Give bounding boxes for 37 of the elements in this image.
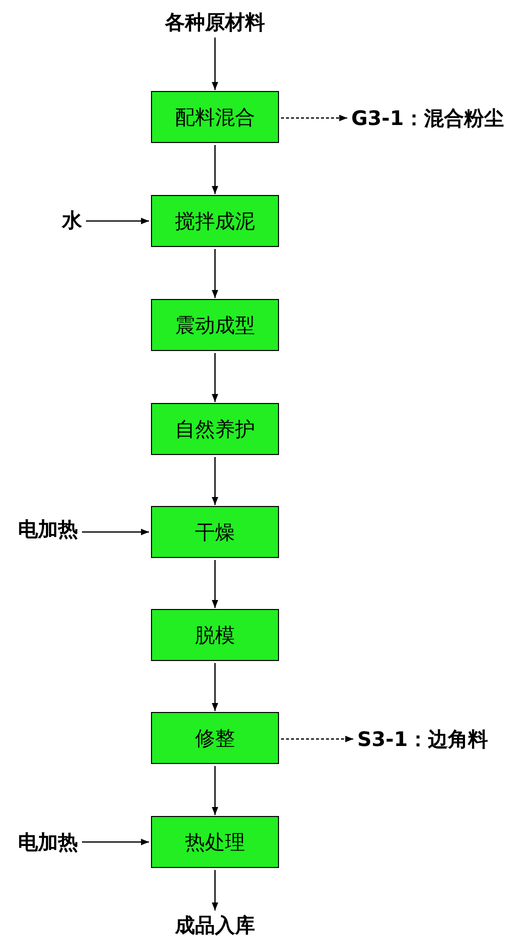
process-label: 震动成型 — [175, 312, 255, 338]
process-box — [151, 299, 279, 351]
arrow — [212, 663, 218, 711]
process-label: 热处理 — [185, 828, 245, 856]
dashed-arrow — [281, 114, 348, 122]
process-label: 修整 — [195, 724, 235, 752]
arrow — [212, 766, 218, 815]
process-box — [151, 816, 279, 868]
process-label: 干燥 — [195, 518, 235, 546]
arrow — [212, 457, 218, 505]
output-label: 成品入库 — [175, 912, 255, 938]
arrow — [212, 145, 218, 194]
process-box — [151, 712, 279, 764]
process-box — [151, 609, 279, 661]
process-label: 配料混合 — [175, 104, 255, 130]
output-label: G3-1：混合粉尘 — [351, 104, 504, 132]
arrow — [212, 249, 218, 298]
dashed-arrow — [281, 736, 354, 742]
arrow — [82, 528, 149, 536]
arrow — [86, 218, 149, 224]
arrow — [212, 560, 218, 608]
process-box — [151, 506, 279, 558]
process-label: 自然养护 — [175, 416, 255, 442]
process-box — [151, 403, 279, 455]
input-label: 电加热 — [18, 516, 78, 542]
process-label: 搅拌成泥 — [175, 208, 255, 234]
process-label: 脱模 — [195, 622, 235, 648]
input-label: 电加热 — [18, 828, 78, 856]
process-box — [151, 195, 279, 247]
arrow — [82, 838, 149, 846]
arrow — [212, 353, 218, 402]
output-label: S3-1：边角料 — [357, 726, 488, 752]
process-box — [151, 91, 279, 143]
arrow — [212, 870, 218, 910]
input-label: 各种原材料 — [165, 8, 265, 36]
arrow — [212, 38, 218, 90]
input-label: 水 — [62, 206, 82, 234]
